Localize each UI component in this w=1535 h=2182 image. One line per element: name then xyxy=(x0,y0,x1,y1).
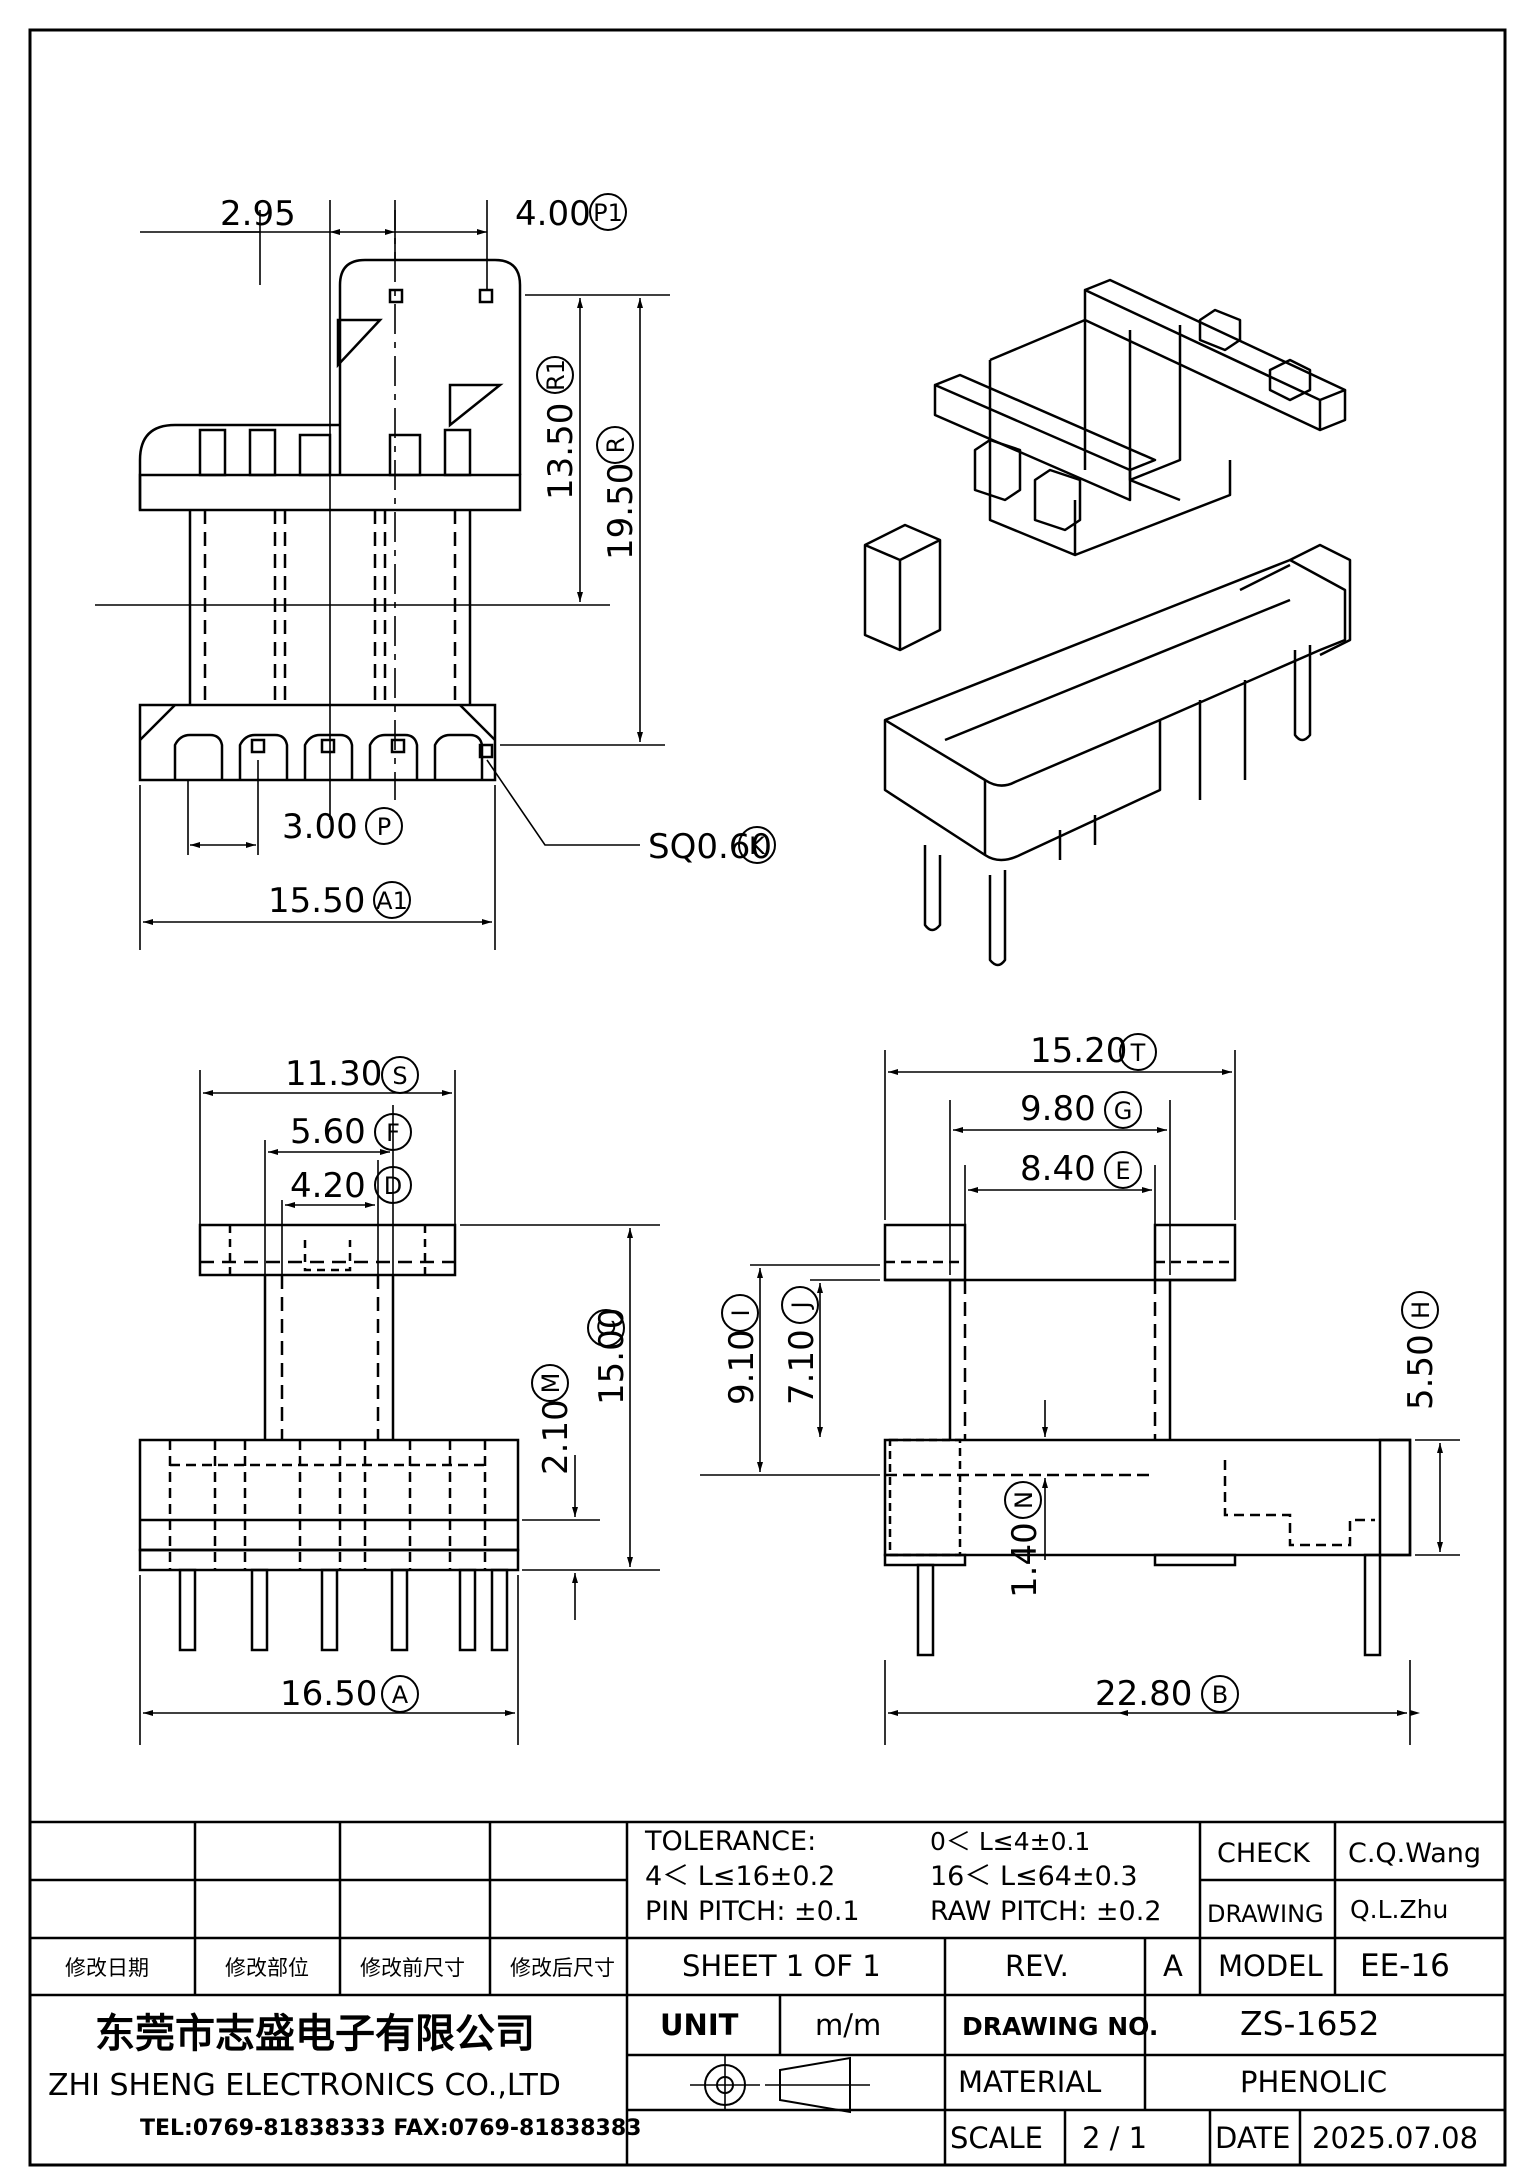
dim-2.95: 2.95 xyxy=(220,194,296,234)
tag-g: G xyxy=(1114,1097,1133,1125)
tolerance-3: 16＜ L≤64±0.3 xyxy=(930,1861,1138,1892)
drawing-value: Q.L.Zhu xyxy=(1350,1895,1448,1924)
tag-r1: R1 xyxy=(542,359,570,391)
dim-4.00: 4.00 xyxy=(515,194,591,234)
tag-m: M xyxy=(537,1373,565,1394)
top-view-labels: 2.95 4.00 P1 13.50 R1 19.50 R 3.00 P 15.… xyxy=(220,193,776,921)
tag-b: B xyxy=(1212,1681,1228,1709)
pin-pitch: PIN PITCH: ±0.1 xyxy=(645,1896,860,1927)
date-value: 2025.07.08 xyxy=(1312,2121,1478,2155)
tag-c: C xyxy=(593,1320,621,1337)
tag-s: S xyxy=(392,1062,407,1090)
tag-h: H xyxy=(1407,1301,1435,1319)
tag-f: F xyxy=(386,1119,400,1147)
dim-4.20: 4.20 xyxy=(290,1166,366,1206)
check-value: C.Q.Wang xyxy=(1348,1838,1481,1869)
tag-j: J xyxy=(787,1301,815,1310)
company-name-cn: 东莞市志盛电子有限公司 xyxy=(95,2011,535,2057)
tolerance-2: 4＜ L≤16±0.2 xyxy=(645,1861,835,1892)
rev-label: REV. xyxy=(1005,1949,1069,1983)
tag-e: E xyxy=(1115,1157,1130,1185)
isometric-view xyxy=(863,278,1352,967)
dim-19.50: 19.50 xyxy=(601,463,641,560)
dim-sq0.60: SQ0.60 xyxy=(648,827,772,867)
dim-15.20: 15.20 xyxy=(1030,1031,1127,1071)
sheet-number: SHEET 1 OF 1 xyxy=(682,1949,881,1983)
dim-9.10: 9.10 xyxy=(722,1329,762,1405)
drawing-label: DRAWING xyxy=(1207,1900,1324,1928)
dim-13.50: 13.50 xyxy=(541,403,581,500)
material-value: PHENOLIC xyxy=(1240,2065,1387,2099)
top-view xyxy=(95,200,670,950)
raw-pitch: RAW PITCH: ±0.2 xyxy=(930,1896,1162,1927)
unit-label: UNIT xyxy=(660,2008,739,2042)
check-label: CHECK xyxy=(1217,1838,1311,1869)
rev-header-before: 修改前尺寸 xyxy=(360,1956,465,1980)
model-label: MODEL xyxy=(1218,1949,1323,1983)
scale-label: SCALE xyxy=(950,2121,1043,2155)
date-label: DATE xyxy=(1215,2121,1290,2155)
rev-header-after: 修改后尺寸 xyxy=(510,1956,615,1980)
dim-2.10: 2.10 xyxy=(536,1399,576,1475)
model-value: EE-16 xyxy=(1360,1948,1450,1984)
rev-header-date: 修改日期 xyxy=(65,1956,149,1980)
dim-15.00: 15.00 xyxy=(592,1308,632,1405)
dim-15.50: 15.50 xyxy=(268,881,365,921)
tag-a: A xyxy=(392,1681,409,1709)
tag-r: R xyxy=(602,437,630,454)
side-view xyxy=(700,1050,1460,1745)
drawing-no-label: DRAWING NO. xyxy=(962,2012,1158,2041)
rev-value: A xyxy=(1163,1949,1183,1983)
dim-16.50: 16.50 xyxy=(280,1674,377,1714)
tag-t: T xyxy=(1130,1039,1146,1067)
dim-8.40: 8.40 xyxy=(1020,1149,1096,1189)
sheet-border xyxy=(28,28,1507,2167)
tag-i: I xyxy=(727,1309,755,1316)
dim-3.00: 3.00 xyxy=(282,807,358,847)
drawing-no-value: ZS-1652 xyxy=(1240,2004,1379,2043)
tag-d: D xyxy=(384,1172,402,1200)
dim-22.80: 22.80 xyxy=(1095,1674,1192,1714)
side-view-labels: 15.20 T 9.80 G 8.40 E 9.10 I 7.10 J 5.50… xyxy=(721,1031,1441,1714)
dim-1.40: 1.40 xyxy=(1005,1522,1045,1598)
tag-a1: A1 xyxy=(376,887,408,915)
material-label: MATERIAL xyxy=(958,2065,1101,2099)
tag-p: P xyxy=(377,813,391,841)
company-name-en: ZHI SHENG ELECTRONICS CO.,LTD xyxy=(48,2068,561,2103)
tag-k: K xyxy=(749,832,766,860)
tolerance-label: TOLERANCE: xyxy=(644,1826,816,1857)
dim-7.10: 7.10 xyxy=(782,1329,822,1405)
scale-value: 2 / 1 xyxy=(1082,2121,1147,2155)
title-block-text: TOLERANCE: 0＜ L≤4±0.1 4＜ L≤16±0.2 16＜ L≤… xyxy=(48,1826,1481,2155)
dim-5.60: 5.60 xyxy=(290,1112,366,1152)
dim-11.30: 11.30 xyxy=(285,1054,382,1094)
tag-p1: P1 xyxy=(593,199,623,227)
front-view-labels: 11.30 S 5.60 F 4.20 D 15.00 C 2.10 M 16.… xyxy=(280,1054,632,1714)
tag-n: N xyxy=(1010,1491,1038,1509)
tolerance-1: 0＜ L≤4±0.1 xyxy=(930,1827,1090,1856)
front-view xyxy=(138,1070,1420,1745)
dim-9.80: 9.80 xyxy=(1020,1089,1096,1129)
title-block xyxy=(30,1820,1505,2165)
unit-value: m/m xyxy=(815,2008,881,2042)
rev-header-part: 修改部位 xyxy=(225,1956,309,1980)
dim-5.50: 5.50 xyxy=(1401,1334,1441,1410)
company-contact: TEL:0769-81838333 FAX:0769-81838383 xyxy=(140,2116,641,2141)
